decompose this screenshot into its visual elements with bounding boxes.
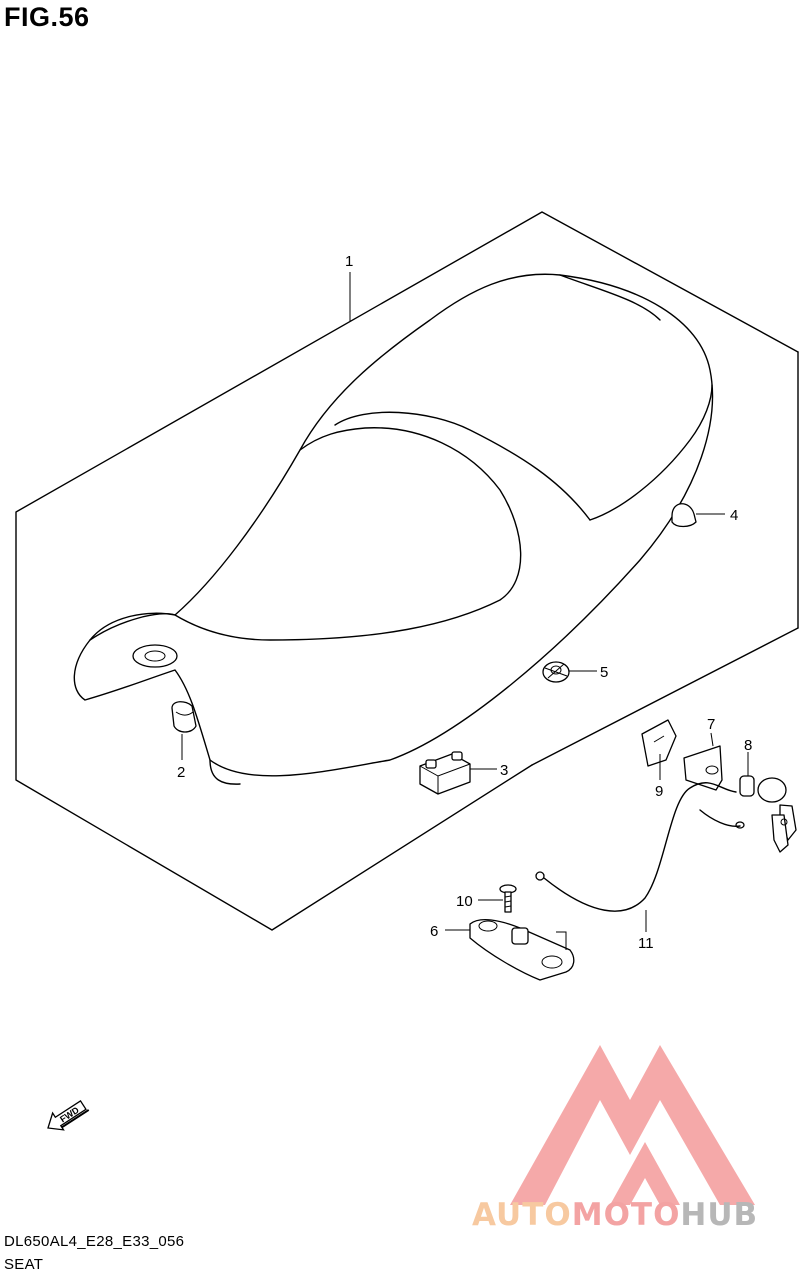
- bracket-part-7: [683, 745, 723, 791]
- fwd-arrow-icon: FWD: [47, 1100, 90, 1131]
- callout-9: 9: [655, 783, 663, 800]
- callout-6: 6: [430, 923, 438, 940]
- callout-3: 3: [500, 762, 508, 779]
- clip-part-9: [641, 719, 677, 767]
- cap-part-4: [671, 503, 697, 528]
- watermark-hub: HUB: [680, 1197, 759, 1233]
- callout-7: 7: [707, 716, 715, 733]
- cable-part-11: [535, 782, 745, 912]
- figure-title: FIG.56: [4, 2, 90, 32]
- callout-8: 8: [744, 737, 752, 754]
- callout-5: 5: [600, 664, 608, 681]
- diagram-caption: SEAT: [4, 1256, 44, 1273]
- watermark-text: AUTOMOTOHUB: [472, 1197, 758, 1233]
- seat-part-1: [73, 273, 714, 785]
- screw-part-10: [499, 884, 517, 913]
- damper-part-5: [542, 661, 570, 683]
- watermark-moto: MOTO: [571, 1197, 681, 1233]
- assembly-boundary: [15, 211, 799, 931]
- watermark-auto: AUTO: [472, 1197, 572, 1233]
- callout-11: 11: [638, 935, 654, 952]
- callout-10: 10: [456, 893, 473, 910]
- cushion-part-2: [171, 701, 197, 733]
- key-lock-part-8: [739, 775, 797, 853]
- assembly-boundary-join: [531, 627, 799, 766]
- callout-2: 2: [177, 764, 185, 781]
- callout-1: 1: [345, 253, 353, 270]
- callout-4: 4: [730, 507, 738, 524]
- seat-lock-part-6: [469, 918, 575, 981]
- automotohub-logo-icon: [510, 1045, 755, 1205]
- diagram-code: DL650AL4_E28_E33_056: [4, 1233, 185, 1250]
- block-part-3: [419, 751, 471, 795]
- leader-lines: [181, 272, 749, 932]
